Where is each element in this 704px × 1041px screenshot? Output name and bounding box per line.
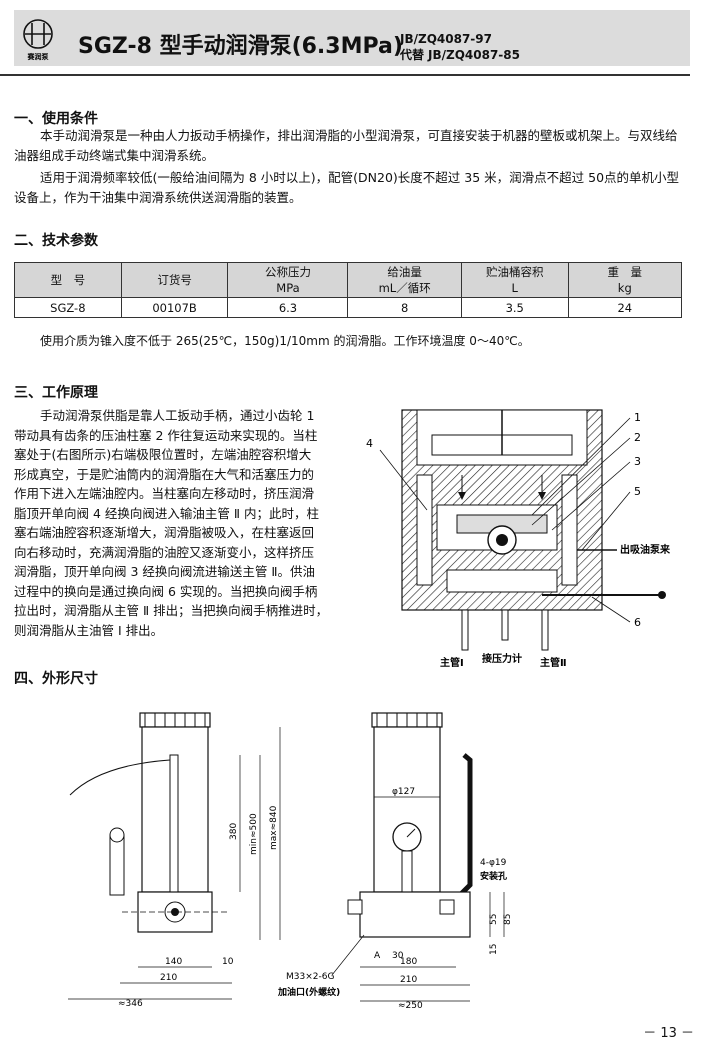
replaces-value: JB/ZQ4087-85 bbox=[428, 48, 520, 62]
standard-number: JB/ZQ4087-97 bbox=[400, 32, 492, 46]
principle-line: 形成真空，于是贮油筒内的润滑脂在大气和活塞压力的 bbox=[14, 466, 315, 482]
page-number: － 13 － bbox=[643, 1026, 694, 1041]
dim-346: ≈346 bbox=[118, 999, 143, 1009]
pressure-gauge-label: 接压力计 bbox=[482, 652, 522, 665]
logo-text: 赛润泵 bbox=[27, 52, 49, 61]
dim-127: φ127 bbox=[392, 787, 415, 797]
dim-15: 15 bbox=[489, 944, 499, 955]
filler-label: 加油口(外螺纹) bbox=[277, 986, 340, 998]
principle-line: 则润滑脂从主油管 Ⅰ 排出。 bbox=[14, 622, 164, 638]
cell-model: SGZ-8 bbox=[14, 297, 122, 318]
section1-paragraph-1: 本手动润滑泵是一种由人力扳动手柄操作，排出润滑脂的小型润滑泵，可直接安装于机器的… bbox=[14, 128, 678, 163]
callout-4: 4 bbox=[366, 437, 373, 450]
principle-diagram: 1 2 3 4 5 6 出吸油泵来 主管Ⅰ 接压力计 主管Ⅱ bbox=[366, 409, 671, 669]
dim-55: 55 bbox=[489, 914, 499, 925]
brand-logo: 赛润泵 bbox=[23, 19, 53, 61]
dim-A: A bbox=[374, 951, 381, 961]
main-pipe-2-label: 主管Ⅱ bbox=[540, 656, 567, 669]
callout-6: 6 bbox=[634, 616, 641, 629]
front-view-drawing: 380 min≈500 max≈840 140 10 210 ≈346 bbox=[68, 712, 281, 1009]
dim-85: 85 bbox=[503, 914, 513, 925]
principle-line: 塞右端油腔容积逐渐增大，润滑脂被吸入，在柱塞返回 bbox=[14, 525, 315, 540]
dim-140: 140 bbox=[165, 957, 182, 967]
suction-label: 出吸油泵来 bbox=[620, 543, 671, 556]
dim-380: 380 bbox=[229, 823, 239, 840]
principle-line: 润滑脂，顶开单向阀 3 经换向阀流进输送主管 Ⅱ。供油 bbox=[14, 564, 316, 579]
table-row: SGZ-8 00107B 6.3 8 3.5 24 bbox=[14, 297, 683, 318]
replaces-label: 代替 bbox=[400, 48, 425, 62]
mounting-holes-label: 安装孔 bbox=[480, 870, 507, 882]
thread-spec: M33×2-6G bbox=[286, 972, 334, 982]
mounting-holes: 4-φ19 bbox=[480, 858, 507, 868]
cell-weight: 24 bbox=[567, 297, 683, 318]
section1-paragraph-2: 适用于润滑频率较低(一般给油间隔为 8 小时以上)，配管(DN20)长度不超过 … bbox=[14, 170, 680, 205]
principle-line: 拉出时，润滑脂从主管 Ⅱ 排出；当把换向阀手柄推进时， bbox=[14, 603, 329, 618]
dim-250: ≈250 bbox=[398, 1001, 423, 1010]
principle-line: 向右移动时，充满润滑脂的油腔又逐渐变小，这样挤压 bbox=[14, 544, 315, 560]
page-title: SGZ-8 型手动润滑泵(6.3MPa) bbox=[78, 34, 403, 59]
section2-heading: 二、技术参数 bbox=[14, 233, 98, 249]
cell-order-no: 00107B bbox=[120, 297, 229, 318]
side-view-drawing: φ127 55 85 15 4-φ19 安装孔 A 30 180 210 ≈25… bbox=[277, 712, 513, 1010]
dim-min500: min≈500 bbox=[249, 813, 259, 855]
section3-heading: 三、工作原理 bbox=[14, 385, 98, 401]
principle-line: 过程中的换向是通过换向阀 6 实现的。当把换向阀手柄 bbox=[14, 583, 318, 599]
dim-10: 10 bbox=[222, 957, 234, 967]
cell-pressure: 6.3 bbox=[227, 297, 349, 318]
dim-max840: max≈840 bbox=[269, 805, 279, 850]
header-divider bbox=[0, 74, 690, 76]
principle-line: 塞处于(右图所示)右端极限位置时，左端油腔容积增大 bbox=[14, 447, 312, 462]
callout-5: 5 bbox=[634, 485, 641, 498]
header-model: 型 号 bbox=[14, 262, 122, 298]
callout-2: 2 bbox=[634, 431, 641, 444]
dim-210-side: 210 bbox=[400, 975, 417, 985]
callout-3: 3 bbox=[634, 455, 641, 468]
header-order-no: 订货号 bbox=[120, 262, 229, 298]
principle-line: 作用下进入左端油腔内。当柱塞向左移动时，挤压润滑 bbox=[14, 486, 315, 501]
principle-line: 手动润滑泵供脂是靠人工扳动手柄，通过小齿轮 1 bbox=[40, 408, 315, 423]
cell-delivery: 8 bbox=[347, 297, 462, 318]
section1-heading: 一、使用条件 bbox=[14, 111, 98, 127]
principle-line: 脂顶开单向阀 4 经换向阀进入输油主管 Ⅱ 内；此时，柱 bbox=[14, 505, 319, 521]
main-pipe-1-label: 主管Ⅰ bbox=[440, 656, 464, 669]
dim-210: 210 bbox=[160, 973, 177, 983]
callout-1: 1 bbox=[634, 411, 641, 424]
section4-heading: 四、外形尺寸 bbox=[14, 671, 98, 687]
principle-text: 手动润滑泵供脂是靠人工扳动手柄，通过小齿轮 1 带动具有齿条的压油柱塞 2 作往… bbox=[14, 406, 358, 640]
dim-30: 30 bbox=[392, 951, 404, 961]
cell-reservoir: 3.5 bbox=[460, 297, 569, 318]
principle-line: 带动具有齿条的压油柱塞 2 作往复运动来实现的。当柱 bbox=[14, 427, 318, 443]
header-bar bbox=[14, 10, 690, 66]
dim-180: 180 bbox=[400, 957, 417, 967]
medium-note: 使用介质为锥入度不低于 265(25℃，150g)1/10mm 的润滑脂。工作环… bbox=[40, 334, 530, 348]
